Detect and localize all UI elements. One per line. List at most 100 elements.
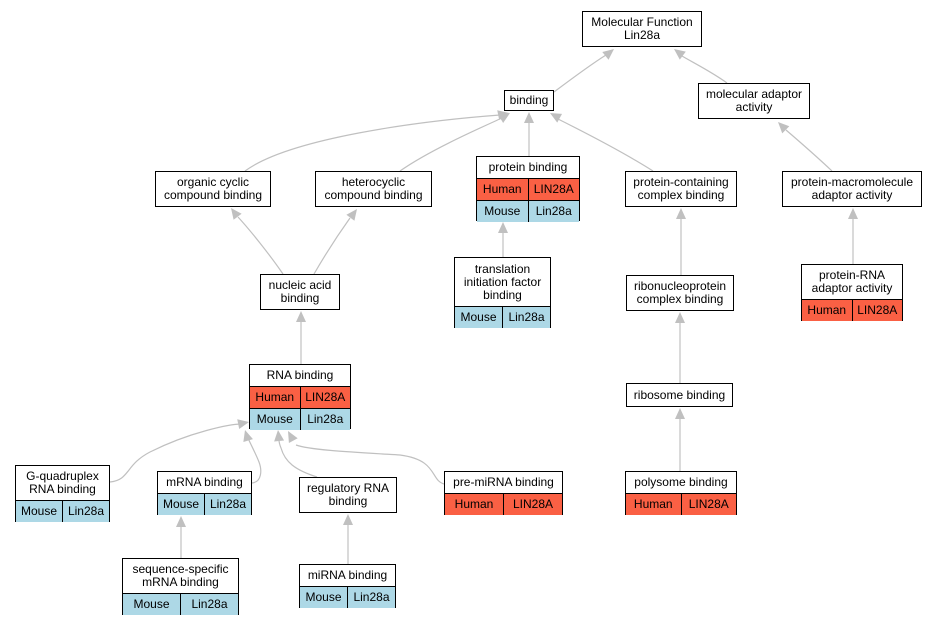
annotation-row-mouse: Mouse Lin28a (477, 200, 579, 222)
annotation-row-mouse: Mouse Lin28a (158, 493, 251, 515)
gene-cell: Lin28a (527, 201, 580, 222)
arrowhead-ribonucleoprotein-to-protein_containing_complex (676, 208, 686, 219)
gene-cell: LIN28A (299, 387, 351, 408)
arrowhead-molecular_adaptor_activity-to-molecular_function (674, 49, 686, 60)
term-label: protein binding (488, 160, 568, 174)
go-term-nucleic-acid[interactable]: nucleic acid binding (260, 274, 340, 310)
gene-cell: Lin28a (502, 307, 550, 328)
species-cell: Human (633, 497, 673, 511)
annotation-row-human: Human LIN28A (445, 493, 562, 515)
term-label: Molecular Function Lin28a (591, 15, 693, 42)
term-label: molecular adaptor activity (705, 87, 803, 114)
go-term-ribonucleoprotein[interactable]: ribonucleoprotein complex binding (626, 275, 734, 311)
arrowhead-regulatory_rna-to-rna_binding (274, 430, 285, 442)
species-cell: Mouse (20, 504, 58, 518)
annotation-row-human: Human LIN28A (626, 493, 736, 515)
gene-cell: Lin28a (62, 501, 109, 522)
term-label: sequence-specific mRNA binding (132, 562, 229, 589)
gene-cell: Lin28a (204, 494, 251, 515)
edge-pre_mirna-to-rna_binding (295, 444, 445, 485)
arrowhead-protein_containing_complex-to-binding (550, 113, 563, 123)
term-label: translation initiation factor binding (463, 261, 542, 302)
go-term-protein-macromolecule-adaptor[interactable]: protein-macromolecule adaptor activity (782, 171, 922, 207)
gene-cell: Lin28a (299, 409, 351, 430)
term-label: RNA binding (266, 368, 334, 382)
edge-protein_macromolecule_adaptor-to-molecular_adaptor_activity (785, 129, 833, 172)
term-label: binding (509, 93, 549, 107)
term-label: ribosome binding (633, 387, 726, 402)
species-cell: Mouse (305, 590, 342, 604)
go-term-molecular-adaptor-activity[interactable]: molecular adaptor activity (698, 83, 810, 119)
term-label: G-quadruplex RNA binding (26, 469, 99, 496)
species-cell: Mouse (133, 597, 170, 611)
go-term-molecular-function[interactable]: Molecular Function Lin28a (582, 11, 702, 47)
arrowhead-mirna_binding-to-regulatory_rna (343, 514, 353, 525)
go-term-organic-cyclic[interactable]: organic cyclic compound binding (155, 171, 271, 207)
go-term-heterocyclic[interactable]: heterocyclic compound binding (315, 171, 432, 207)
species-cell: Human (255, 390, 295, 404)
go-term-binding[interactable]: binding (504, 90, 554, 111)
annotation-row-mouse: Mouse Lin28a (455, 306, 550, 328)
term-label: mRNA binding (166, 475, 243, 489)
gene-cell: Lin28a (180, 594, 238, 615)
species-cell: Mouse (460, 310, 497, 324)
term-label: organic cyclic compound binding (163, 175, 263, 202)
arrowhead-heterocyclic-to-binding (497, 113, 510, 123)
arrowhead-nucleic_acid-to-heterocyclic (346, 209, 357, 221)
term-label: nucleic acid binding (268, 278, 332, 305)
term-label: pre-miRNA binding (453, 475, 554, 489)
term-label: protein-RNA adaptor activity (811, 268, 893, 295)
edge-mrna_binding-to-rna_binding (247, 437, 262, 484)
species-cell: Mouse (484, 204, 521, 218)
arrowhead-protein_binding-to-binding (524, 112, 534, 123)
arrowhead-translation_initiation-to-protein_binding (498, 222, 508, 233)
term-label: ribonucleoprotein complex binding (633, 279, 727, 306)
term-label: heterocyclic compound binding (324, 175, 423, 202)
term-label: protein-macromolecule adaptor activity (790, 175, 914, 202)
species-cell: Mouse (162, 497, 200, 511)
arrowhead-rna_binding-to-nucleic_acid (296, 311, 306, 322)
term-label: regulatory RNA binding (306, 481, 390, 508)
edge-molecular_adaptor_activity-to-molecular_function (681, 55, 728, 84)
annotation-row-mouse: Mouse Lin28a (123, 593, 238, 615)
edge-protein_containing_complex-to-binding (557, 118, 654, 172)
species-cell: Human (454, 497, 494, 511)
arrowhead-protein_macromolecule_adaptor-to-molecular_adaptor_activity (778, 122, 790, 134)
arrowhead-mrna_binding-to-rna_binding (243, 430, 253, 442)
arrowhead-protein_rna_adaptor-to-protein_macromolecule_adaptor (848, 208, 858, 219)
edge-heterocyclic-to-binding (399, 117, 503, 172)
annotation-row-human: Human LIN28A (250, 386, 350, 408)
arrowhead-g_quadruplex-to-rna_binding (237, 419, 249, 430)
edge-binding-to-molecular_function (553, 54, 607, 93)
gene-cell: LIN28A (680, 494, 737, 515)
edge-g_quadruplex-to-rna_binding (109, 423, 243, 483)
gene-cell: LIN28A (503, 494, 562, 515)
arrowhead-binding-to-molecular_function (602, 49, 614, 60)
arrowhead-nucleic_acid-to-organic_cyclic (231, 208, 242, 220)
go-term-protein-containing-complex[interactable]: protein-containing complex binding (625, 171, 737, 207)
edge-organic_cyclic-to-binding (244, 114, 501, 172)
go-term-ribosome-binding[interactable]: ribosome binding (626, 383, 733, 407)
go-term-regulatory-rna[interactable]: regulatory RNA binding (299, 477, 397, 513)
term-label: miRNA binding (307, 568, 388, 582)
term-label: polysome binding (634, 475, 728, 489)
species-cell: Human (807, 303, 847, 317)
gene-cell: LIN28A (527, 179, 580, 200)
arrowhead-ribosome_binding-to-ribonucleoprotein (675, 312, 685, 323)
arrowhead-pre_mirna-to-rna_binding (288, 431, 298, 444)
